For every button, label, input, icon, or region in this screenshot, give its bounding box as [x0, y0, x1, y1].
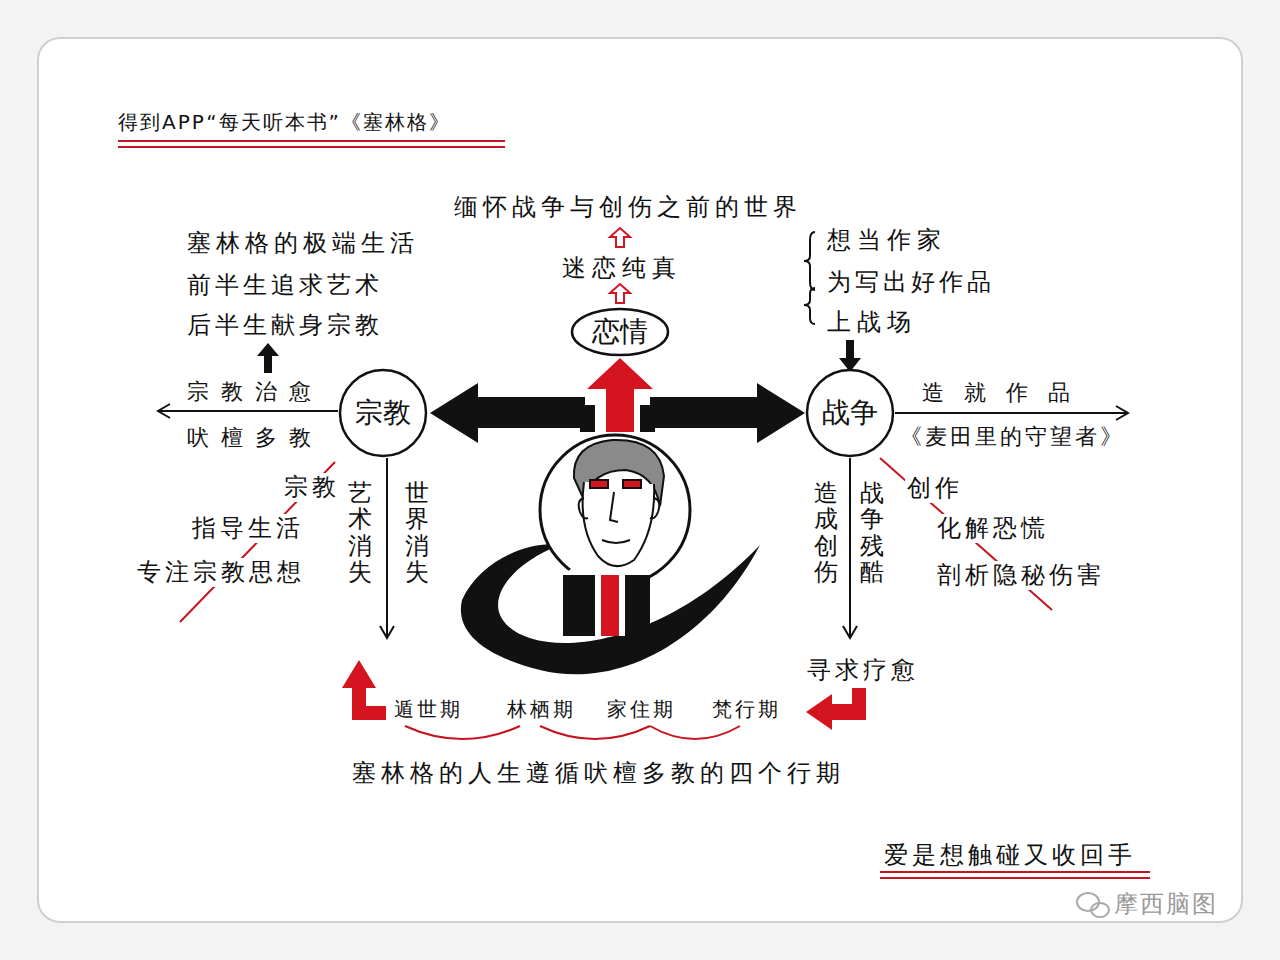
branch-label: 专注宗教思想 [135, 558, 307, 587]
branch-label: 塞林格的人生遵循吠檀多教的四个行期 [350, 759, 847, 788]
branch-label: 后半生献身宗教 [185, 311, 385, 340]
topic-ellipse: 恋情 [570, 307, 670, 357]
vertical-label: 世界消失 [405, 480, 429, 586]
branch-label: 化解恐慌 [935, 514, 1051, 543]
topic-circle: 战争 [805, 368, 895, 458]
vertical-label: 艺术消失 [348, 480, 372, 586]
branch-label: 指导生活 [190, 514, 306, 543]
branch-label: 爱是想触碰又收回手 [882, 841, 1138, 870]
topic-text: 恋情 [592, 315, 648, 349]
branch-label: 梵行期 [710, 697, 783, 721]
branch-label: 塞林格的极端生活 [185, 229, 421, 258]
branch-label: 遁世期 [392, 697, 465, 721]
branch-label: 造就作品 [920, 380, 1092, 406]
branch-label: 《麦田里的守望者》 [898, 424, 1127, 450]
branch-label: 吠檀多教 [185, 425, 325, 451]
branch-label: 创作 [905, 474, 965, 503]
topic-circle: 宗教 [338, 368, 428, 458]
branch-label: 宗教 [282, 473, 342, 502]
title: 得到APP“每天听本书”《塞林格》 [116, 110, 453, 134]
branch-label: 前半生追求艺术 [185, 271, 385, 300]
topic-text: 宗教 [355, 396, 411, 430]
topic-text: 战争 [822, 396, 878, 430]
branch-label: 为写出好作品 [825, 268, 997, 297]
branch-label: 宗教治愈 [185, 379, 325, 405]
branch-label: 剖析隐秘伤害 [935, 561, 1107, 590]
branch-label: 摩西脑图 [1112, 890, 1220, 919]
branch-label: 想当作家 [825, 226, 949, 255]
branch-label: 上战场 [825, 308, 919, 337]
branch-label: 迷恋纯真 [560, 254, 684, 283]
branch-label: 缅怀战争与创伤之前的世界 [452, 193, 804, 222]
branch-label: 家住期 [605, 697, 678, 721]
branch-label: 寻求疗愈 [805, 656, 921, 685]
vertical-label: 造成创伤 [814, 480, 838, 586]
branch-label: 林栖期 [505, 697, 578, 721]
vertical-label: 战争残酷 [860, 480, 884, 586]
